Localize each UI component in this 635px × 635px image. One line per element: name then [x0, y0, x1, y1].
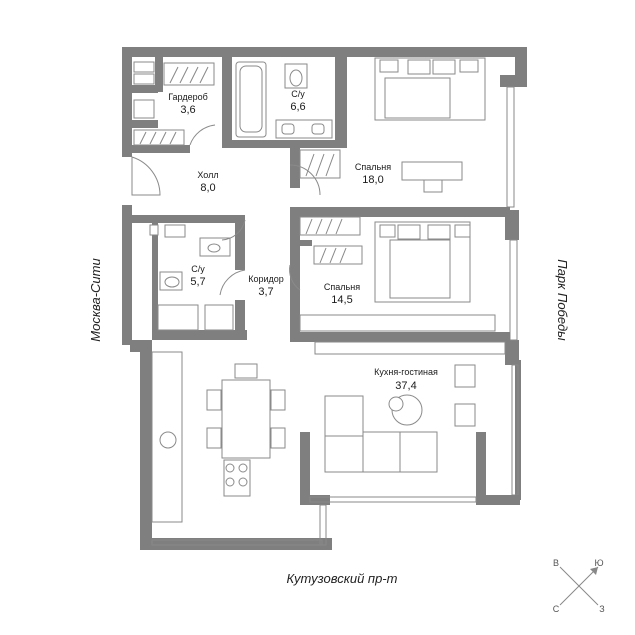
room-labels: Гардероб 3,6 С/у 6,6 Холл 8,0 Спальня 18… [168, 89, 438, 392]
room-label-bedroom1: Спальня [355, 162, 391, 172]
room-area-kitchen: 37,4 [395, 380, 416, 392]
room-area-bedroom1: 18,0 [362, 174, 383, 186]
street-labels: Москва-Сити Парк Победы Кутузовский пр-т [88, 258, 570, 586]
doors [131, 124, 321, 296]
room-area-bath2: 5,7 [190, 276, 205, 288]
room-area-bedroom2: 14,5 [331, 294, 352, 306]
room-label-corridor: Коридор [248, 274, 284, 284]
room-label-bath2: С/у [191, 264, 205, 274]
room-area-hall: 8,0 [200, 182, 215, 194]
room-area-corridor: 3,7 [258, 286, 273, 298]
street-left: Москва-Сити [88, 258, 103, 341]
street-right: Парк Победы [555, 259, 570, 341]
walls [122, 47, 527, 550]
room-label-bath1: С/у [291, 89, 305, 99]
room-area-bath1: 6,6 [290, 101, 305, 113]
compass: Ю В З С [553, 558, 605, 614]
furniture [133, 57, 506, 523]
compass-arrow-ew [559, 566, 599, 606]
room-area-wardrobe: 3,6 [180, 104, 195, 116]
compass-east: В [553, 558, 559, 568]
compass-west: З [599, 604, 604, 614]
room-label-hall: Холл [197, 170, 218, 180]
room-label-wardrobe: Гардероб [168, 92, 208, 102]
compass-south: Ю [594, 558, 603, 568]
room-label-kitchen: Кухня-гостиная [374, 367, 438, 377]
compass-north: С [553, 604, 560, 614]
compass-head [590, 567, 598, 575]
room-label-bedroom2: Спальня [324, 282, 360, 292]
street-bottom: Кутузовский пр-т [287, 571, 398, 586]
